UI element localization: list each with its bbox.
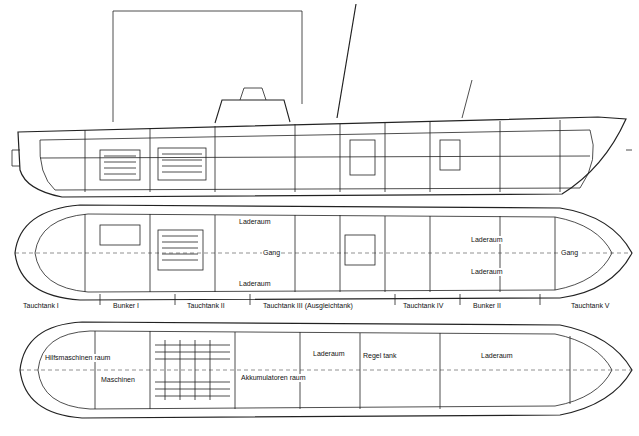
conning-tower [215,100,290,123]
mast [462,80,472,118]
compartment-label: Tauchtank IV [402,302,444,310]
mast [113,11,114,122]
compartment-label: Bunker I [112,302,140,310]
mast [302,11,303,104]
compartment-label: Akkumulatoren raum [240,374,307,382]
centerline [15,253,632,254]
compartment-label: Tauchtank III (Ausgleichtank) [262,302,354,310]
compartment-label: Laderaum [312,350,346,358]
compartment-label: Laderaum [238,280,272,288]
rudder [12,150,632,166]
compartment-label: Gang [262,249,281,257]
bulkheads [40,120,590,192]
compartment-label: Maschinen [100,376,136,384]
mast [337,4,356,118]
compartment-label: Regel tank [362,352,397,360]
outer-hull [18,117,626,197]
compartment-label: Tauchtank II [186,302,226,310]
deck-plan-hull [15,205,632,300]
deck-bulkheads [85,214,555,292]
compartment-label: Tauchtank V [570,302,611,310]
hold-bulkheads [95,331,570,409]
compartment-label: Laderaum [470,236,504,244]
compartment-label: Gang [560,249,579,257]
compartment-label: Tauchtank I [22,302,60,310]
compartment-label: Bunker II [472,302,502,310]
compartment-label: Laderaum [470,268,504,276]
compartment-label: Laderaum [238,218,272,226]
pressure-hull [40,130,594,190]
compartment-label: Laderaum [480,352,514,360]
bridge [240,88,266,100]
antenna-wire [113,11,302,12]
machinery [100,140,460,180]
hold-plan-hull [20,322,632,418]
centerline [20,370,632,371]
compartment-label: Hilfsmaschinen raum [44,354,111,362]
